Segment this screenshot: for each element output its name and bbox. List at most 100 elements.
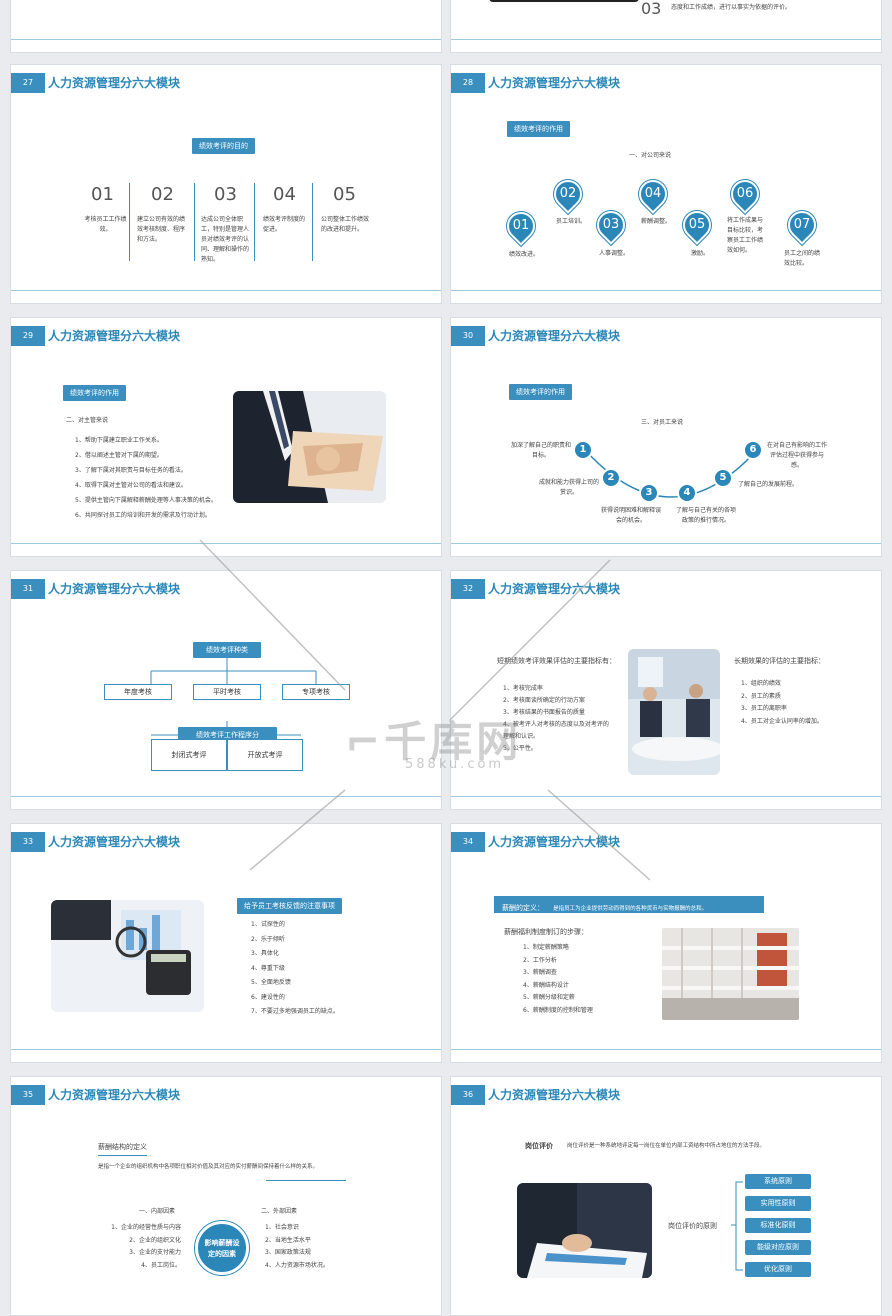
section-tag: 绩效考评的作用: [63, 385, 126, 401]
pin-text: 员工培训。: [556, 218, 587, 225]
slide-top-left: [10, 0, 442, 53]
slide-number: 35: [11, 1085, 45, 1105]
pin-text: 薪酬调整。: [641, 218, 672, 225]
slide-number: 36: [451, 1085, 485, 1105]
slide-title: 人力资源管理分六大模块: [48, 1088, 181, 1102]
signing-photo: [517, 1183, 652, 1278]
list-item: 1、考核完成率: [503, 685, 543, 692]
col-text: 达成公司全体职工，特别是管理人员对绩效考评的认同、理解和操作的熟知。: [201, 216, 250, 263]
list-item: 1、企业的经营性质与内容: [111, 1224, 181, 1231]
type-regular: 平时考核: [193, 684, 261, 700]
list-item: 1、试探性的: [251, 921, 285, 928]
dot-text: 了解自己的发展前程。: [738, 481, 799, 488]
slide-top-right: 03 态度和工作成绩，进行以事实为依据的评价。: [450, 0, 882, 53]
dot-1: 1: [573, 440, 593, 460]
list-item: 1、帮助下属建立职业工作关系。: [75, 437, 163, 444]
top-number: 03: [641, 0, 662, 18]
pin-04: 04: [633, 174, 673, 214]
list-item: 2、当地生活水平: [265, 1236, 311, 1244]
outer-title: 二、外部因素: [261, 1208, 298, 1215]
col-num: 02: [151, 184, 174, 205]
list-item: 1、制定薪酬策略: [523, 944, 569, 951]
pin-06: 06: [725, 174, 765, 214]
col-num: 04: [273, 184, 296, 205]
col-text: 绩效考评制度的促进。: [263, 216, 306, 233]
dot-6: 6: [743, 440, 763, 460]
slide-title: 人力资源管理分六大模块: [488, 835, 621, 849]
slide-number: 34: [451, 832, 485, 852]
dot-text: 了解与自己有关的各项政策的推行情况。: [675, 507, 736, 524]
col-num: 05: [333, 184, 356, 205]
feedback-tag: 给予员工考核反馈的注意事项: [237, 898, 342, 914]
banner-text: 是指员工为企业提供劳动而得到的各种货币与实物报酬的总和。: [553, 906, 708, 912]
steps-title: 薪酬福利制度制订的步骤：: [504, 928, 588, 936]
salary-definition-banner: 薪酬的定义： 是指员工为企业提供劳动而得到的各种货币与实物报酬的总和。: [494, 896, 764, 913]
banner-label: 薪酬的定义：: [502, 904, 544, 912]
slide-title: 人力资源管理分六大模块: [48, 835, 181, 849]
pin-text: 绩效改进。: [509, 251, 540, 258]
slide-title: 人力资源管理分六大模块: [48, 76, 181, 90]
section-tag: 绩效考评的作用: [507, 121, 570, 137]
structure-desc: 是指一个企业的组织机构中各项职位相对价值及其对应的实付薪酬间保持着什么样的关系。: [98, 1164, 319, 1170]
circle-text: 影响薪酬设定的因素: [204, 1239, 240, 1258]
laptop-calculator-photo: [51, 900, 204, 1012]
subheading: 三、对员工来说: [641, 419, 684, 426]
feedback-list: 1、试探性的 2、乐于倾听 3、具体化 4、尊重下级 5、全面地反馈 6、建设性…: [251, 918, 339, 1020]
list-item: 2、工作分析: [523, 956, 557, 964]
photo-partial: [489, 0, 639, 2]
slide-title: 人力资源管理分六大模块: [488, 76, 621, 90]
dot-text: 成就和能力获得上司的赏识。: [539, 479, 600, 496]
list-item: 5、薪酬分级和定薪: [523, 994, 575, 1001]
watermark-logo: ⌐千库网: [345, 708, 522, 769]
pin-03: 03: [591, 205, 631, 245]
list-item: 2、考核面谈所确定的行动方案: [503, 697, 585, 704]
pin-text: 将工作成果与目标比较，考察员工工作绩效如何。: [727, 217, 764, 254]
principle-5: 优化原则: [745, 1262, 811, 1277]
watermark-logo-text: 千库网: [384, 717, 523, 766]
slide-title: 人力资源管理分六大模块: [488, 582, 621, 596]
pin-07: 07: [782, 205, 822, 245]
list-item: 3、具体化: [251, 950, 279, 957]
slide-title: 人力资源管理分六大模块: [488, 1088, 621, 1102]
pin-text: 激励。: [691, 250, 710, 257]
slide-33: 33 人力资源管理分六大模块 给予员工考核反馈的注意事项 1、试探性的 2、乐于…: [10, 823, 442, 1063]
slide-number: 31: [11, 579, 45, 599]
list-item: 3、企业的支付能力: [129, 1249, 181, 1256]
list-item: 3、国家政策法规: [265, 1249, 311, 1256]
col-text: 建立公司有效的绩效考核制度、程序和方法。: [137, 216, 186, 243]
inner-title: 一、内部因素: [139, 1208, 176, 1215]
slide-number: 30: [451, 326, 485, 346]
building-photo: [662, 928, 799, 1020]
desc-underline: [266, 1180, 346, 1181]
list-item: 2、乐于倾听: [251, 935, 285, 943]
list-item: 4、尊重下级: [251, 964, 285, 972]
list-item: 4、薪酬结构设计: [523, 981, 569, 989]
list-item: 1、组织的绩效: [741, 680, 781, 687]
dot-text: 加深了解自己的职责和目标。: [511, 442, 572, 459]
pin-text: 员工之间的绩效比较。: [784, 250, 821, 267]
col-text: 公司整体工作绩效的改进和提升。: [321, 216, 370, 233]
long-term-title: 长期效果的评估的主要指标：: [734, 657, 825, 665]
list-item: 4、员工对企业认同率的增加。: [741, 717, 823, 725]
list-item: 2、借以阐述主管对下属的期望。: [75, 452, 163, 459]
subheading: 一、对公司来说: [629, 152, 672, 159]
slide-36: 36 人力资源管理分六大模块 岗位评价 岗位评价是一种系统地评定每一岗位在单位内…: [450, 1076, 882, 1316]
bracket-lines: [731, 1181, 743, 1271]
slide-number: 29: [11, 326, 45, 346]
col-num: 01: [91, 184, 114, 205]
manager-list: 1、帮助下属建立职业工作关系。 2、借以阐述主管对下属的期望。 3、了解下属对其…: [75, 433, 217, 523]
type-special: 专项考核: [282, 684, 350, 700]
slide-title: 人力资源管理分六大模块: [48, 329, 181, 343]
slide-35: 35 人力资源管理分六大模块 薪酬结构的定义 是指一个企业的组织机构中各项职位相…: [10, 1076, 442, 1316]
slide-title: 人力资源管理分六大模块: [488, 329, 621, 343]
job-eval-label: 岗位评价: [525, 1142, 553, 1150]
slide-32: 32 人力资源管理分六大模块 短期绩效考评效果评估的主要指标有： 1、考核完成率…: [450, 570, 882, 810]
list-item: 3、了解下属对其职责与目标任务的看法。: [75, 467, 187, 474]
list-item: 6、建设性的: [251, 993, 285, 1001]
dot-text: 获得说明困难和解释误会的机会。: [601, 507, 662, 524]
list-item: 1、社会意识: [265, 1224, 299, 1231]
list-item: 7、不要过多地强调员工的缺点。: [251, 1008, 339, 1015]
list-item: 6、共同探讨员工的培训和开发的需求及行动计划。: [75, 512, 211, 519]
dot-2: 2: [601, 468, 621, 488]
subheading: 二、对主管来说: [66, 417, 109, 424]
